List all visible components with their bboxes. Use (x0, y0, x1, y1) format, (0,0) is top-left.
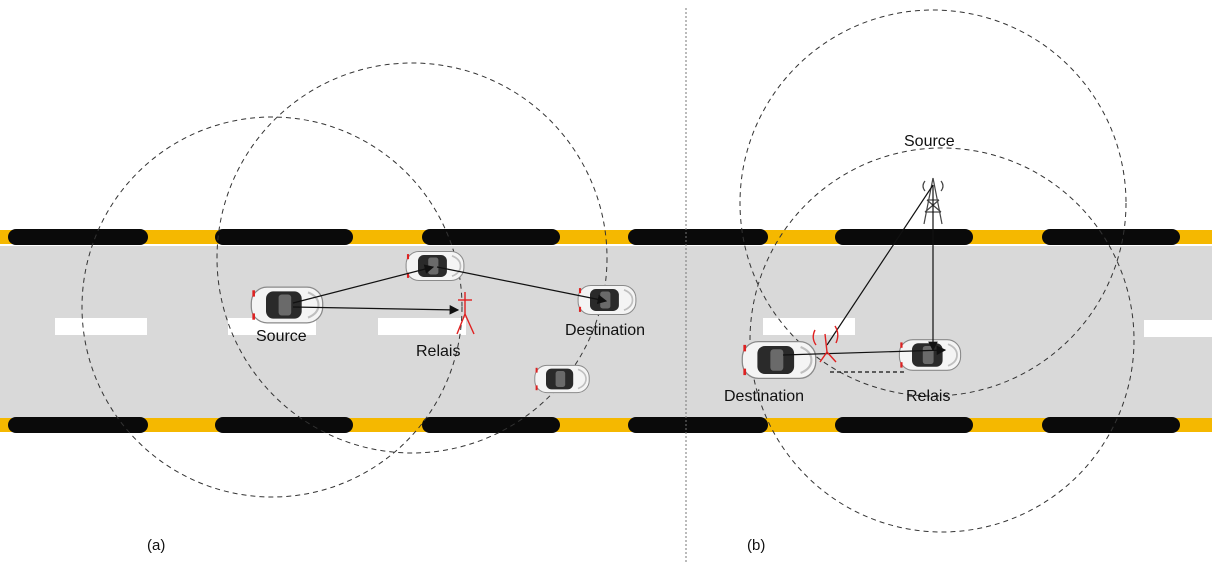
tower-coverage-circle (739, 9, 1127, 397)
panel-a-label: (a) (147, 537, 166, 554)
bystander-car-icon (533, 364, 591, 394)
bottom-curb (0, 417, 1212, 433)
road-surface (0, 246, 1212, 418)
panel-b-links (782, 184, 947, 373)
jammer-icon (456, 292, 475, 335)
panel-a-destination-label: Destination (565, 322, 646, 339)
panel-a-relay-label: Relais (416, 343, 461, 360)
panel-b-destination-label: Destination (724, 388, 805, 405)
panel-b-relay-label: Relais (906, 388, 951, 405)
top-curb (0, 229, 1212, 245)
panel-b-source-label: Source (904, 133, 955, 150)
lane-markings (55, 318, 1212, 337)
source-coverage-circle (81, 116, 463, 498)
source-car-icon (250, 286, 324, 324)
relay-car-icon (405, 250, 465, 282)
relay-coverage-circle-b (749, 147, 1135, 533)
relay-coverage-circle (216, 62, 608, 454)
destination-car-icon (577, 284, 637, 316)
relay-car-icon-b (898, 338, 962, 372)
destination-car-icon-b (741, 340, 817, 380)
panel-a-links (292, 264, 608, 315)
panel-a-source-label: Source (256, 328, 307, 345)
jammer-icon-b (812, 325, 839, 363)
panel-b-label: (b) (747, 537, 766, 554)
